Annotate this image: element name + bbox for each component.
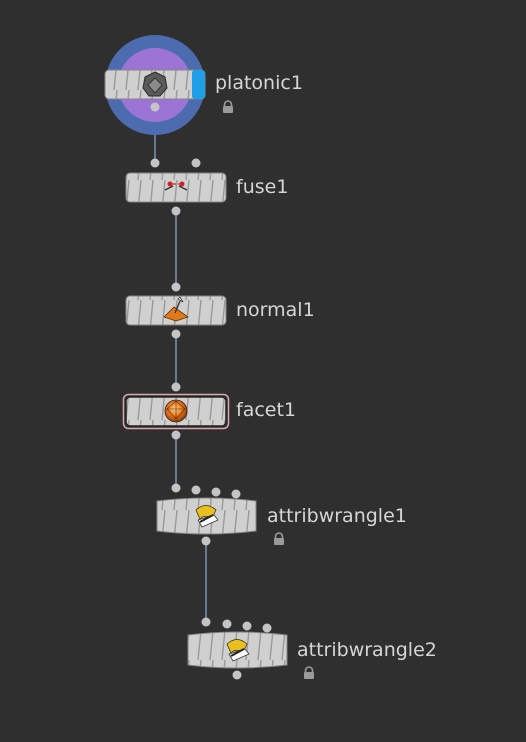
node-facet1[interactable] <box>122 382 230 440</box>
input-connector[interactable] <box>231 489 241 499</box>
node-label-normal1[interactable]: normal1 <box>236 299 315 321</box>
input-connector[interactable] <box>191 485 201 495</box>
attribwrangle-icon <box>195 505 219 528</box>
node-normal1[interactable] <box>125 282 227 339</box>
input-connector[interactable] <box>201 617 211 627</box>
output-connector[interactable] <box>171 206 181 216</box>
node-attribwrangle2[interactable] <box>187 617 288 680</box>
output-connector[interactable] <box>201 536 211 546</box>
output-connector[interactable] <box>232 670 242 680</box>
input-connector[interactable] <box>262 623 272 633</box>
node-label-platonic1[interactable]: platonic1 <box>215 72 303 94</box>
output-connector[interactable] <box>171 430 181 440</box>
input-connector[interactable] <box>171 282 181 292</box>
input-connector[interactable] <box>242 621 252 631</box>
node-fuse1[interactable] <box>125 158 227 216</box>
node-label-fuse1[interactable]: fuse1 <box>236 176 289 198</box>
facet-sphere-icon <box>164 399 188 423</box>
node-label-facet1[interactable]: facet1 <box>236 399 297 421</box>
input-connector[interactable] <box>222 619 232 629</box>
node-label-attribwrangle2[interactable]: attribwrangle2 <box>297 639 437 661</box>
normal-vector-icon <box>163 296 189 322</box>
input-connector[interactable] <box>211 487 221 497</box>
attribwrangle-icon <box>226 639 250 662</box>
platonic-solid-icon <box>142 71 168 97</box>
lock-icon[interactable] <box>221 100 235 114</box>
input-connector[interactable] <box>171 382 181 392</box>
output-connector[interactable] <box>150 102 160 112</box>
selection-outline <box>122 393 230 430</box>
node-body[interactable] <box>125 172 227 203</box>
node-platonic1[interactable] <box>104 35 206 135</box>
output-connector[interactable] <box>171 329 181 339</box>
input-connector[interactable] <box>150 158 160 168</box>
input-connector[interactable] <box>191 158 201 168</box>
node-label-attribwrangle1[interactable]: attribwrangle1 <box>267 505 407 527</box>
input-connector[interactable] <box>171 483 181 493</box>
lock-icon[interactable] <box>272 532 286 546</box>
node-attribwrangle1[interactable] <box>156 483 257 546</box>
wires <box>154 108 207 622</box>
fuse-points-icon <box>164 181 188 191</box>
lock-icon[interactable] <box>302 666 316 680</box>
display-flag[interactable] <box>192 70 205 99</box>
